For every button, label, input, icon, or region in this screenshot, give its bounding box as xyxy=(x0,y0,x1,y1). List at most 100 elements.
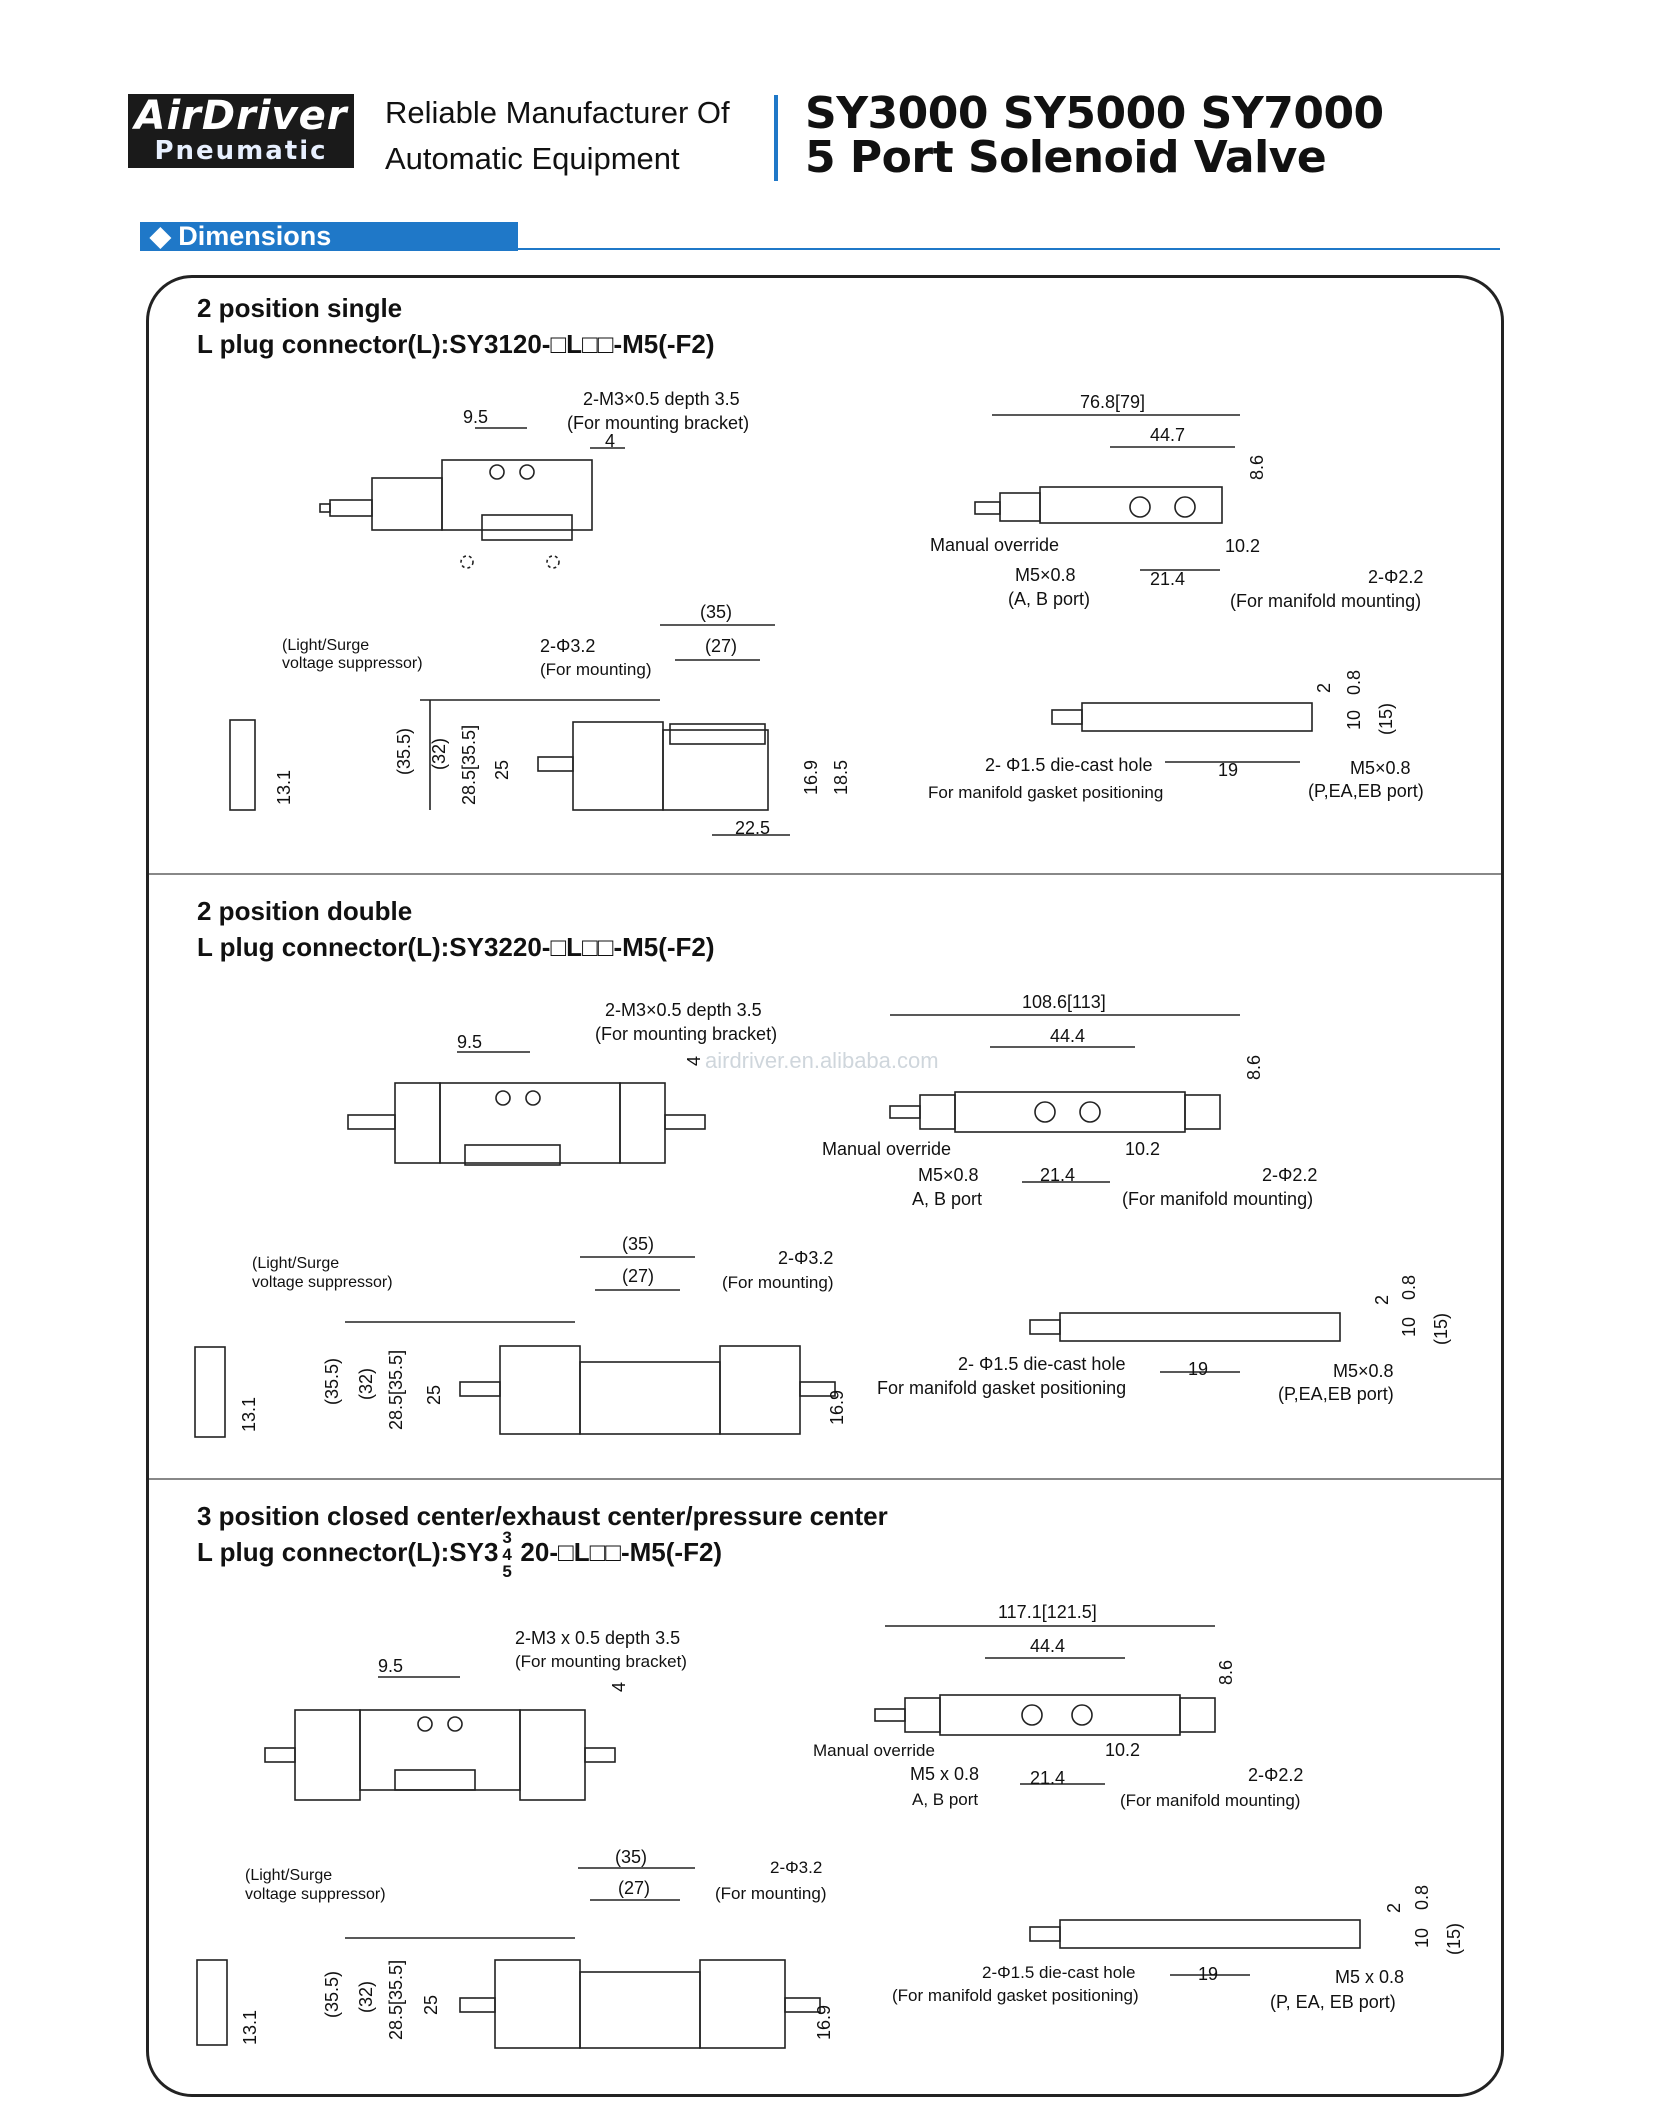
panel-2-title: 2 position double xyxy=(197,896,413,926)
label-port-ab: A, B port xyxy=(912,1790,978,1809)
option-5: 5 xyxy=(502,1562,512,1581)
label-manifold: (For manifold mounting) xyxy=(1120,1791,1300,1810)
valve-body xyxy=(439,1082,621,1164)
section-rule xyxy=(518,248,1500,250)
dim-9-5: 9.5 xyxy=(457,1032,482,1052)
coil-right xyxy=(1179,1697,1216,1733)
company-tagline: Reliable Manufacturer Of Automatic Equip… xyxy=(385,90,730,182)
label-diecast: 2- Φ1.5 die-cast hole xyxy=(985,755,1152,775)
suppressor xyxy=(196,1959,228,2046)
watermark: airdriver.en.alibaba.com xyxy=(705,1048,939,1073)
bracket xyxy=(464,1144,561,1166)
connector xyxy=(329,499,373,517)
bracket xyxy=(481,514,573,541)
coil-left xyxy=(904,1697,941,1733)
dim-4: 4 xyxy=(605,431,615,451)
panel-3-subtitle-prefix: L plug connector(L):SY3 xyxy=(197,1537,499,1567)
plug-left xyxy=(459,1381,501,1397)
label-suppressor-2: voltage suppressor) xyxy=(245,1886,386,1903)
panel-3-top-view xyxy=(264,1676,616,1801)
dim-15: (15) xyxy=(1444,1923,1464,1955)
tagline-line-2: Automatic Equipment xyxy=(385,141,680,176)
panel-2-heading: 2 position double L plug connector(L):SY… xyxy=(197,893,715,965)
dim-9-5: 9.5 xyxy=(378,1656,403,1676)
dim-19: 19 xyxy=(1188,1359,1208,1379)
panel-1-top-view xyxy=(319,427,625,569)
label-p-port: M5×0.8 xyxy=(1333,1361,1394,1381)
plug xyxy=(1051,709,1083,725)
dim-32: (32) xyxy=(429,738,449,770)
label-manifold: (For manifold mounting) xyxy=(1230,591,1421,611)
label-gasket: For manifold gasket positioning xyxy=(877,1378,1126,1398)
label-p-ea-eb: (P,EA,EB port) xyxy=(1308,781,1424,801)
dim-height: 8.6 xyxy=(1216,1660,1236,1685)
logo-subline: Pneumatic xyxy=(154,136,328,166)
panel-1-front-view xyxy=(229,624,790,836)
dim-22-5: 22.5 xyxy=(735,818,770,838)
panel-2-right-view xyxy=(889,1014,1240,1183)
label-port: M5 x 0.8 xyxy=(910,1764,979,1784)
plug xyxy=(319,503,331,513)
body xyxy=(954,1091,1186,1133)
label-suppressor-2: voltage suppressor) xyxy=(252,1274,393,1291)
label-manifold: (For manifold mounting) xyxy=(1122,1189,1313,1209)
dim-25: 25 xyxy=(421,1995,441,2015)
dim-height: 8.6 xyxy=(1247,455,1267,480)
plug xyxy=(874,1708,906,1722)
port xyxy=(1071,1704,1093,1726)
label-diecast: 2-Φ1.5 die-cast hole xyxy=(982,1963,1135,1982)
plug xyxy=(889,1105,921,1119)
plug xyxy=(1029,1319,1061,1335)
dim-4: 4 xyxy=(684,1056,704,1066)
title-line-1: SY3000 SY5000 SY7000 xyxy=(805,88,1384,139)
panel-1-subtitle: L plug connector(L):SY3120-□L□□-M5(-F2) xyxy=(197,329,715,359)
dim-27: (27) xyxy=(622,1266,654,1286)
valve-body xyxy=(579,1361,721,1435)
dim-10-2: 10.2 xyxy=(1225,536,1260,556)
mounting-hole xyxy=(525,1090,541,1106)
label-manifold-holes: 2-Φ2.2 xyxy=(1248,1765,1303,1785)
label-mounting-holes: 2-Φ3.2 xyxy=(770,1858,822,1877)
title-line-2: 5 Port Solenoid Valve xyxy=(805,132,1327,183)
port xyxy=(1021,1704,1043,1726)
valve-body xyxy=(579,1971,701,2049)
plug-left xyxy=(347,1114,396,1130)
coil-right xyxy=(719,1345,801,1435)
panel-2-top-view xyxy=(347,1051,706,1166)
dim-pitch: 44.4 xyxy=(1050,1026,1085,1046)
section-header-dimensions: ◆ Dimensions xyxy=(140,222,518,251)
mounting-hole xyxy=(417,1716,433,1732)
dim-21-4: 21.4 xyxy=(1030,1768,1065,1788)
dim-27: (27) xyxy=(618,1878,650,1898)
dim-overall: 117.1[121.5] xyxy=(998,1602,1097,1622)
coil-right xyxy=(519,1709,586,1801)
header-divider xyxy=(774,95,778,181)
label-manual-override: Manual override xyxy=(822,1139,951,1159)
dim-13-1: 13.1 xyxy=(239,1397,259,1432)
panel-3-title: 3 position closed center/exhaust center/… xyxy=(197,1501,888,1531)
plug-right xyxy=(664,1114,706,1130)
panel-1-title: 2 position single xyxy=(197,293,403,323)
panel-divider-2 xyxy=(149,1478,1501,1480)
option-3: 3 xyxy=(502,1528,512,1547)
mounting-hole xyxy=(519,464,535,480)
dim-pitch: 44.4 xyxy=(1030,1636,1065,1656)
label-port-ab: (A, B port) xyxy=(1008,589,1090,609)
label-manifold-holes: 2-Φ2.2 xyxy=(1368,567,1423,587)
plug-right xyxy=(799,1381,836,1397)
coil-left xyxy=(494,1959,581,2049)
dimensions-frame xyxy=(146,275,1504,2097)
company-logo: AirDriver Pneumatic xyxy=(128,94,354,168)
port xyxy=(1034,1101,1056,1123)
dim-35: (35) xyxy=(622,1234,654,1254)
label-suppressor-1: (Light/Surge xyxy=(245,1867,332,1884)
dim-32: (32) xyxy=(356,1981,376,2013)
top-plate xyxy=(669,723,766,745)
dim-0-8: 0.8 xyxy=(1399,1275,1419,1300)
mounting-hole xyxy=(447,1716,463,1732)
label-p-port: M5×0.8 xyxy=(1350,758,1411,778)
panel-3-right-view xyxy=(874,1625,1216,1785)
port xyxy=(1174,496,1196,518)
